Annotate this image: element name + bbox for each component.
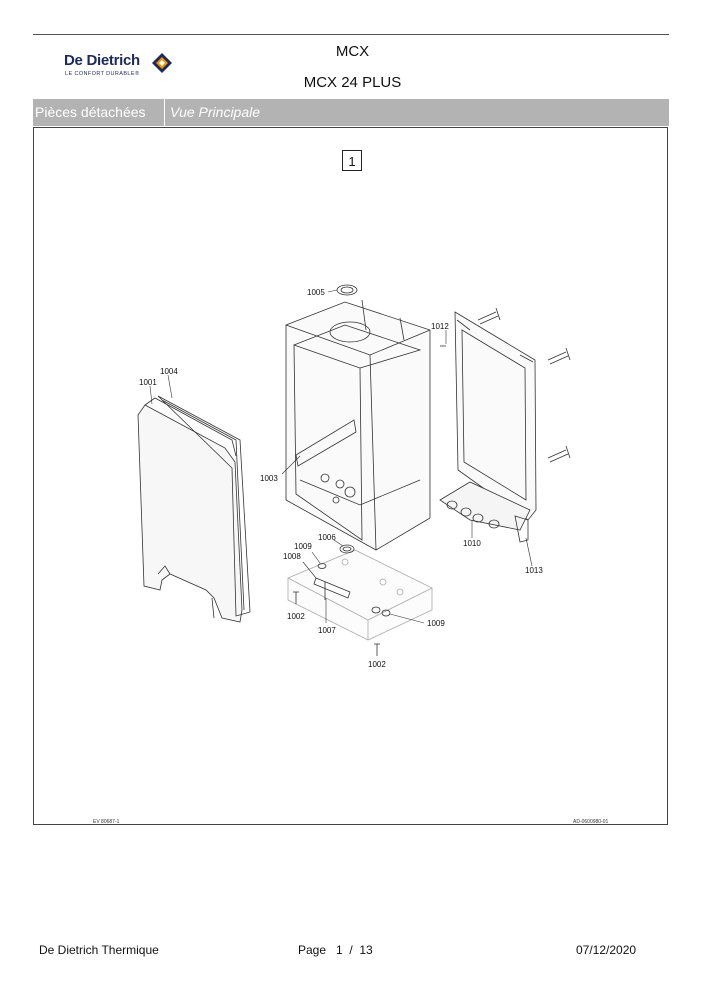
- callout-1008: 1008: [283, 552, 301, 561]
- footer-page: Page 1 / 13: [298, 943, 373, 957]
- footer-company: De Dietrich Thermique: [39, 943, 159, 957]
- logo-diamond-icon: [152, 53, 172, 73]
- exploded-view-drawing: 1005 1004 1001 1012 1003 1010 1013 1006 …: [137, 284, 571, 669]
- drawing-frame: [33, 127, 668, 825]
- rail-1007: [313, 577, 351, 600]
- bushing-1006: [339, 544, 355, 554]
- callout-1003: 1003: [260, 474, 278, 483]
- drawing-ref-left: EV 80687-1: [93, 819, 120, 825]
- callout-1007: 1007: [318, 626, 336, 635]
- callout-1002-left: 1002: [287, 612, 305, 621]
- screws-1002: [293, 591, 380, 656]
- product-family: MCX: [335, 43, 370, 60]
- callout-1005: 1005: [307, 288, 325, 297]
- callout-1001: 1001: [139, 378, 157, 387]
- header-rule: [33, 34, 669, 35]
- callout-1009-top: 1009: [294, 542, 312, 551]
- logo-tagline: LE CONFORT DURABLE®: [65, 71, 140, 77]
- product-model: MCX 24 PLUS: [303, 74, 402, 91]
- callout-1009-right: 1009: [427, 619, 445, 628]
- view-title: Vue Principale: [170, 104, 261, 120]
- callout-1002-bottom: 1002: [368, 660, 386, 669]
- casing-body: [285, 299, 431, 551]
- wall-screws: [440, 307, 571, 463]
- callout-1006: 1006: [318, 533, 336, 542]
- front-panel: [137, 397, 243, 623]
- drawing-ref-right: AD-0600980-01: [573, 819, 609, 825]
- logo-name: De Dietrich: [64, 52, 140, 69]
- footer-date: 07/12/2020: [576, 943, 637, 957]
- seal-frame: [157, 395, 251, 617]
- connection-block: [439, 481, 531, 543]
- section-title: Pièces détachées: [33, 99, 165, 126]
- callout-1013: 1013: [525, 566, 543, 575]
- flue-collar: [336, 284, 358, 296]
- base-tray: [287, 549, 433, 641]
- grommet-1008: [317, 563, 327, 569]
- callout-1004: 1004: [160, 367, 178, 376]
- callout-1012: 1012: [431, 322, 449, 331]
- wall-bracket: [454, 311, 537, 521]
- leader-lines: [149, 289, 533, 624]
- section-bar: Pièces détachées Vue Principale: [33, 99, 669, 126]
- view-number: 1: [342, 150, 362, 171]
- de-dietrich-logo: De Dietrich LE CONFORT DURABLE®: [64, 52, 174, 82]
- grommet-1009: [371, 606, 391, 617]
- callout-1010: 1010: [463, 539, 481, 548]
